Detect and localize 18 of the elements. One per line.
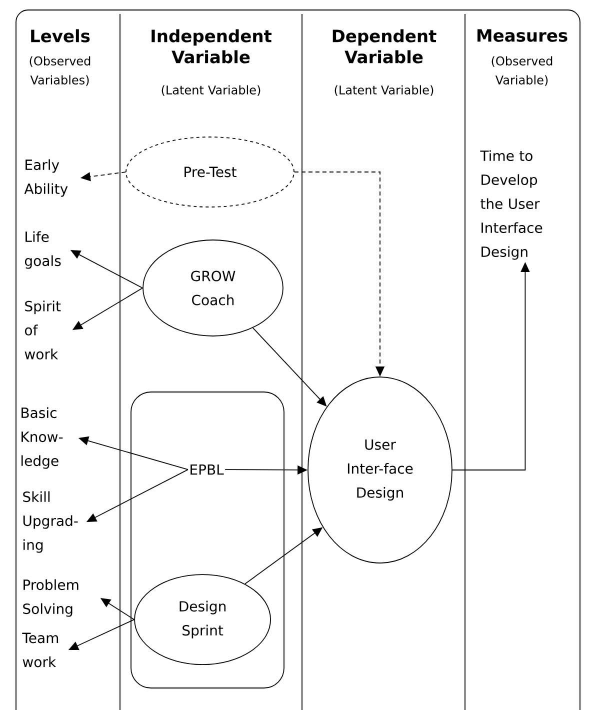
variable-label: EPBL (190, 464, 224, 475)
column-subheading: (Observed Variable) (492, 56, 552, 86)
group-box (130, 392, 284, 688)
column-subheading: (Latent Variable) (162, 85, 260, 96)
column-heading: Levels (31, 29, 90, 42)
variable-label: Problem Solving (23, 579, 78, 617)
column-heading: Independent Variable (152, 29, 272, 64)
variable-label: Time to Develop the User Interface Design (480, 150, 542, 260)
column-heading: Dependent Variable (332, 29, 436, 64)
variable-label: Spirit of work (24, 300, 61, 360)
column-heading: Measures (477, 29, 568, 42)
variable-label: Team work (22, 632, 58, 668)
variable-label: Skill Upgrad-ing (23, 491, 78, 553)
variable-label: Basic Know-ledge (22, 407, 63, 469)
variable-label: Early Ability (24, 159, 68, 197)
column-subheading: (Observed Variables) (30, 56, 90, 86)
variable-label: Life goals (24, 231, 61, 269)
column-subheading: (Latent Variable) (334, 85, 434, 96)
